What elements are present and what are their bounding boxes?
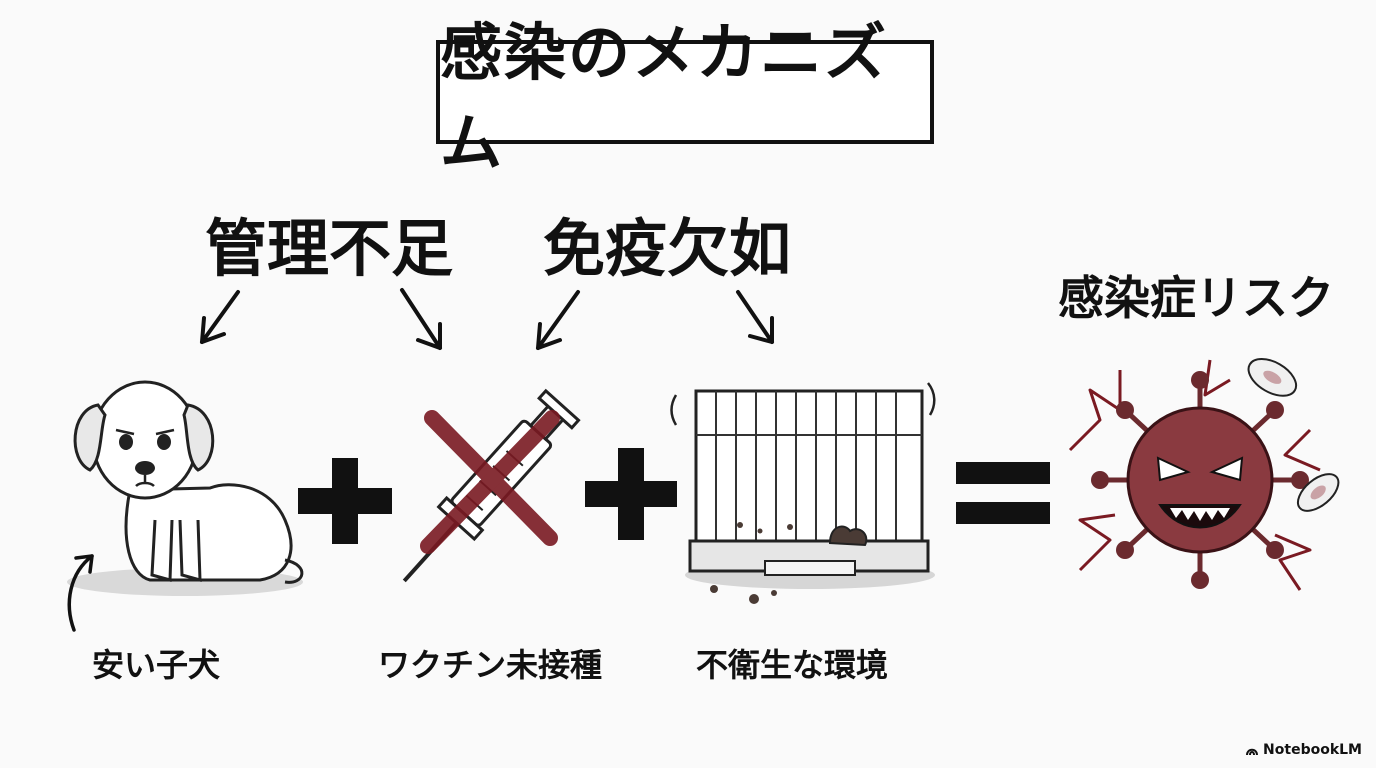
plus-operator-1 bbox=[298, 458, 392, 544]
dirty-cage-icon bbox=[670, 382, 936, 604]
pointer-arrow-icon bbox=[67, 554, 94, 632]
arrow-management-to-syringe bbox=[400, 288, 442, 350]
result-label: 感染症リスク bbox=[1058, 271, 1334, 325]
caption-cheap-puppy: 安い子犬 bbox=[92, 646, 221, 684]
caption-unvaccinated: ワクチン未接種 bbox=[378, 646, 603, 684]
arrow-immunity-to-cage bbox=[736, 290, 774, 344]
brand-watermark: NotebookLM bbox=[1245, 742, 1362, 758]
arrow-management-to-puppy bbox=[200, 290, 240, 344]
arrow-immunity-to-syringe bbox=[536, 290, 580, 350]
virus-icon bbox=[1068, 357, 1340, 591]
crossed-syringe-icon bbox=[402, 388, 581, 583]
notebooklm-logo-icon bbox=[1246, 748, 1259, 756]
sad-puppy-icon bbox=[67, 380, 304, 596]
cause-label-management: 管理不足 bbox=[205, 212, 454, 285]
equals-operator bbox=[956, 462, 1050, 524]
cause-label-immunity: 免疫欠如 bbox=[543, 212, 792, 285]
plus-operator-2 bbox=[585, 448, 677, 540]
caption-unsanitary-environment: 不衛生な環境 bbox=[696, 646, 889, 684]
brand-label: NotebookLM bbox=[1263, 742, 1362, 758]
